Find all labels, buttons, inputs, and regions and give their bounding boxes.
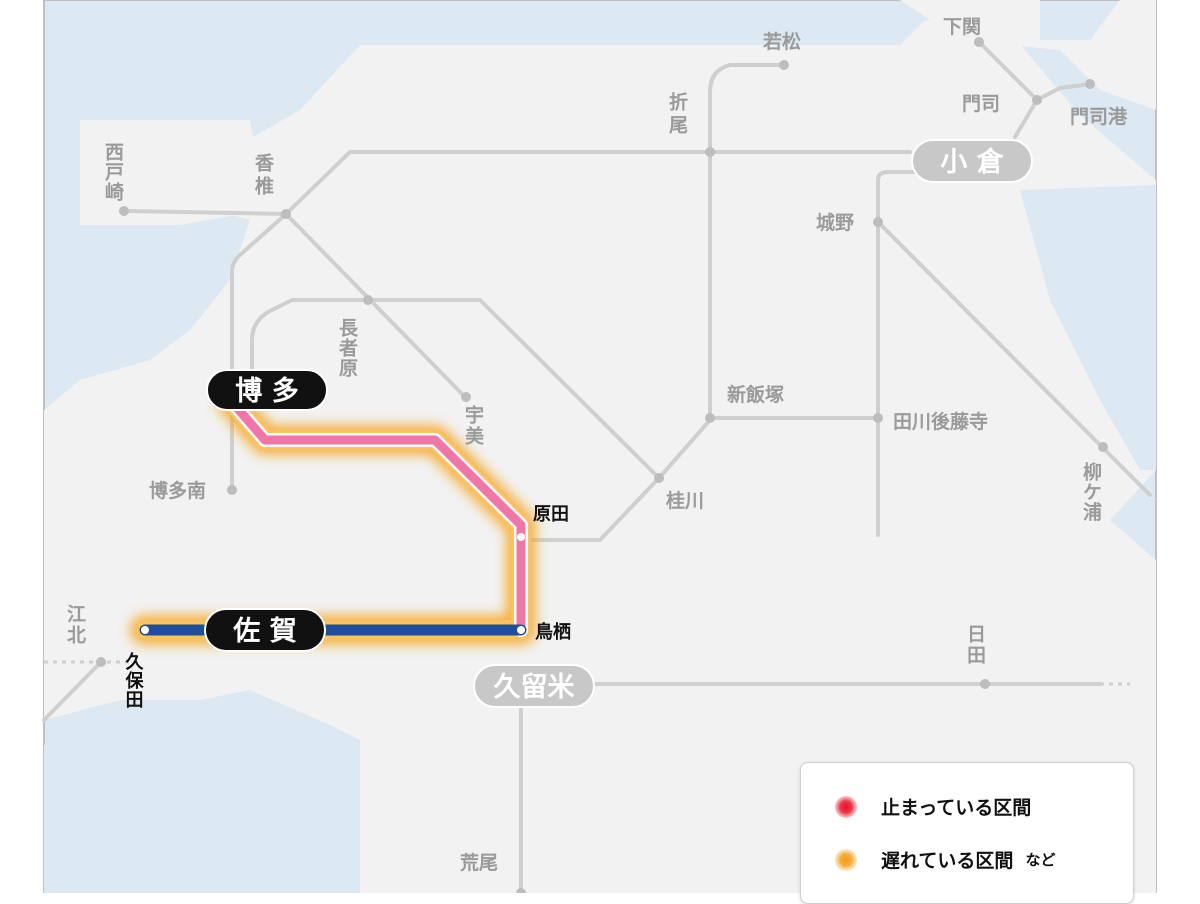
sea-east [1020, 185, 1156, 470]
land-honshu [900, 0, 1156, 110]
delayed-dot-icon [835, 848, 857, 871]
gray-station-dots [96, 37, 1108, 893]
label-koura: 江北 [64, 604, 86, 646]
svg-text:久留米: 久留米 [494, 672, 575, 703]
label-moji: 門司 [962, 93, 1000, 115]
svg-text:小 倉: 小 倉 [940, 146, 1004, 178]
major-station-saga[interactable]: 佐 賀 [204, 608, 326, 652]
legend-delayed-label: 遅れている区間 [881, 850, 1014, 872]
major-station-kokura[interactable]: 小 倉 [911, 139, 1033, 183]
legend-row-stopped: 止まっている区間 [835, 793, 1031, 820]
label-umi: 宇美 [462, 405, 484, 447]
label-wakamatsu: 若松 [763, 30, 801, 53]
sea-ariake [44, 700, 360, 893]
legend: 止まっている区間 遅れている区間 など [800, 762, 1134, 904]
label-kashii: 香椎 [252, 153, 275, 199]
station-dot-haruda [517, 533, 525, 541]
label-kubota: 久保田 [123, 651, 145, 709]
legend-delayed-suffix: など [1025, 851, 1056, 869]
label-mojiko: 門司港 [1070, 106, 1128, 128]
label-jono: 城野 [816, 211, 854, 234]
label-tagawagotoji: 田川後藤寺 [893, 410, 988, 433]
label-arao: 荒尾 [460, 851, 498, 874]
label-yanagigaura: 柳ケ浦 [1080, 461, 1102, 522]
label-hita: 日田 [964, 624, 986, 666]
land-peninsula [80, 120, 265, 225]
label-chojabaru: 長者原 [336, 318, 358, 378]
stopped-dot-icon [835, 795, 857, 818]
station-dot-kubota [141, 626, 149, 634]
label-shimonoseki: 下関 [943, 16, 981, 38]
label-katsuragawa: 桂川 [665, 489, 704, 512]
label-nishitozaki: 西戸崎 [102, 142, 124, 202]
label-tosu: 鳥栖 [535, 621, 571, 643]
station-dot-tosu [517, 626, 525, 634]
label-hakataminami: 博多南 [149, 479, 206, 502]
major-station-hakata[interactable]: 博 多 [206, 369, 328, 411]
gray-dotted-lines [44, 453, 1158, 686]
legend-stopped-label: 止まっている区間 [881, 797, 1032, 819]
legend-row-delayed: 遅れている区間 など [835, 846, 1055, 873]
major-station-kurume[interactable]: 久留米 [473, 664, 595, 708]
svg-text:佐 賀: 佐 賀 [232, 616, 296, 647]
label-orio: 折尾 [666, 92, 688, 138]
label-haruda: 原田 [533, 504, 569, 525]
label-shiniizuka: 新飯塚 [727, 383, 784, 406]
svg-text:博 多: 博 多 [235, 375, 298, 407]
